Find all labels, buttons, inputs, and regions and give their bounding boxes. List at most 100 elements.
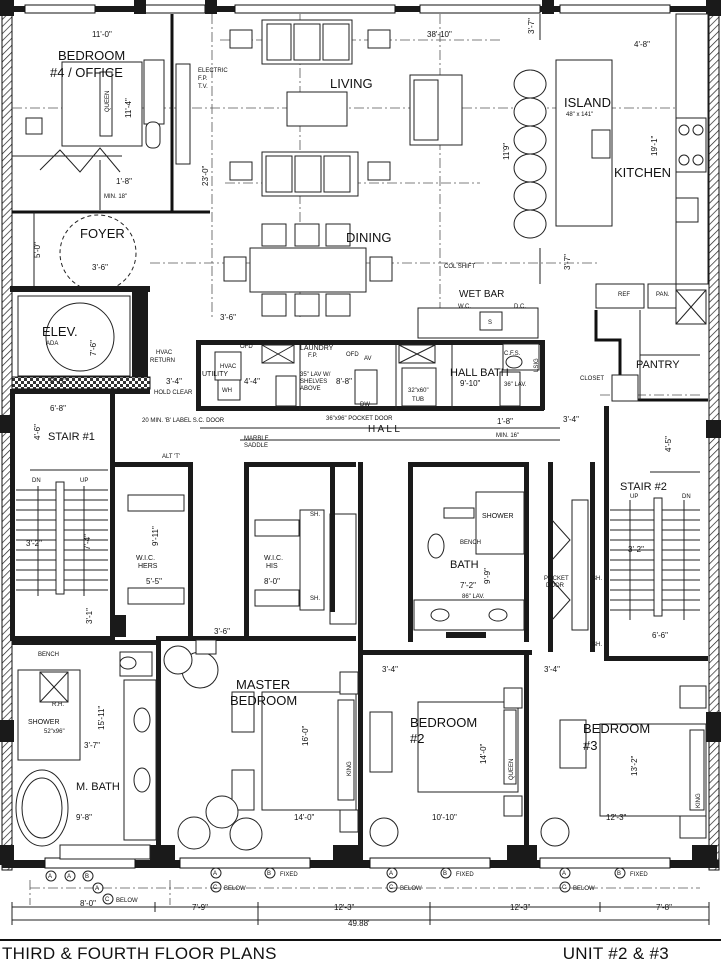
dim-16-0: 16'-0" <box>301 725 310 746</box>
note-alt: ALT 'T' <box>162 454 180 460</box>
dim-min16: MIN. 16" <box>496 433 519 439</box>
note-king-bed3: KING <box>696 793 702 808</box>
room-living: LIVING <box>330 76 373 91</box>
tag-c-4: C <box>562 885 567 891</box>
elevator <box>10 286 151 394</box>
tag-a-6: A <box>562 871 566 877</box>
dim-3-7b: 3'-7" <box>563 254 572 270</box>
note-lav-3: ABOVE <box>300 386 321 392</box>
dim-11-4: 11'-4" <box>124 98 133 118</box>
dim-5-5: 5'-5" <box>146 577 162 586</box>
dim-12-3: 12'-3" <box>606 813 627 822</box>
pantry <box>594 310 708 402</box>
dim-38-10: 38'-10" <box>427 30 452 39</box>
dim-7-6: 7'-6" <box>89 340 98 356</box>
room-wic-hers-2: HERS <box>138 563 158 570</box>
note-lav86: 86" LAV. <box>462 594 485 600</box>
stair-2-treads <box>610 509 700 611</box>
note-dn-1: DN <box>32 478 41 484</box>
note-tub-size: 32"x60" <box>408 388 429 394</box>
room-bedroom4-line2: #4 / OFFICE <box>50 65 123 80</box>
tag-c-2: C <box>213 885 218 891</box>
note-up-1: UP <box>80 478 88 484</box>
dim-14-0: 14'-0" <box>294 813 315 822</box>
note-hold-clear: HOLD CLEAR <box>154 390 193 396</box>
dim-5-0: 5'-0" <box>33 242 42 258</box>
note-marble-2: SADDLE <box>244 443 268 449</box>
title-rule <box>0 939 721 941</box>
tag-c-3: C <box>389 885 394 891</box>
dim-9-11: 9'-11" <box>151 526 160 546</box>
dim-3-6b: 3'-6" <box>220 313 236 322</box>
room-shower: SHOWER <box>28 719 60 726</box>
tag-a-1: A <box>48 874 52 880</box>
hall <box>200 427 560 441</box>
note-pocket-door: 36"x96" POCKET DOOR <box>326 416 393 422</box>
room-bedroom2-1: BEDROOM <box>410 715 477 730</box>
dim-11-9: 11'9" <box>502 143 511 160</box>
note-sh-1: SH. <box>310 512 320 518</box>
room-hall-bath: HALL BATH <box>450 367 509 379</box>
dim-7-2: 7'-2" <box>460 581 476 590</box>
annotation-notes: ELECTRIC F.P. T.V. QUEEN KING QUEEN KING… <box>32 68 702 808</box>
note-fp-core: F.P. <box>308 353 318 359</box>
dim-bottom-2: 7'-9" <box>192 903 208 912</box>
foyer <box>33 212 137 292</box>
master-bedroom <box>156 462 363 860</box>
tag-a-5: A <box>389 871 393 877</box>
dim-3-4b: 3'-4" <box>563 415 579 424</box>
dim-bottom-1: 8'-0" <box>80 899 96 908</box>
note-lav-2: SHELVES <box>300 379 327 385</box>
note-tv: T.V. <box>198 84 208 90</box>
dim-3-7c: 3'-7" <box>84 741 100 750</box>
note-dc: D.C. <box>514 304 526 310</box>
dimension-labels: 11'-0" 38'-10" 3'-7" 4'-8" 11'-4" 11'9" … <box>26 18 673 928</box>
bottom-dimension-line <box>11 902 710 925</box>
bedroom-4-office <box>11 14 210 214</box>
note-pocket-2: DOOR <box>546 583 565 589</box>
room-wet-bar: WET BAR <box>459 289 504 300</box>
dim-6-8: 6'-8" <box>50 404 66 413</box>
bedroom-3 <box>540 685 707 847</box>
tag-b-3: B <box>443 871 447 877</box>
dim-15-11: 15'-11" <box>97 706 106 730</box>
dim-bottom-3: 12'-3" <box>334 903 355 912</box>
room-wic-his-2: HIS <box>266 563 278 570</box>
walk-in-closets <box>112 462 357 640</box>
below-1: BELOW <box>116 898 138 904</box>
note-ofd-2: OFD <box>346 352 359 358</box>
note-lav-1: 35" LAV W/ <box>300 372 331 378</box>
window-tags <box>45 867 626 905</box>
dim-14-0b: 14'-0" <box>479 743 488 764</box>
dim-3-1: 3'-1" <box>85 608 94 624</box>
dim-1-8: 1'-8" <box>116 177 132 186</box>
dim-23-0: 23'-0" <box>201 165 210 186</box>
dim-9-9: 9'-9" <box>483 568 492 584</box>
dim-4-5: 4'-5" <box>664 436 673 452</box>
unit-title: UNIT #2 & #3 <box>562 944 669 963</box>
note-hvac-return-2: RETURN <box>150 358 175 364</box>
note-pan: PAN. <box>656 292 670 298</box>
note-hvac: HVAC <box>220 364 237 370</box>
tag-b-1: B <box>85 874 89 880</box>
kitchen <box>513 13 709 325</box>
title-block: THIRD & FOURTH FLOOR PLANS UNIT #2 & #3 <box>0 936 721 966</box>
room-utility: UTILITY <box>202 371 228 378</box>
wet-bar <box>417 307 539 339</box>
note-electric: ELECTRIC <box>198 68 228 74</box>
window-tag-labels: A A B A C BELOW A C BELOW B FIXED A C BE… <box>48 871 648 904</box>
room-stair-2: STAIR #2 <box>620 481 667 493</box>
dim-3-2: 3'-2" <box>26 539 42 548</box>
tag-a-4: A <box>213 871 217 877</box>
master-bath <box>12 640 161 860</box>
note-av: AV <box>364 356 372 362</box>
service-core <box>196 340 545 411</box>
island-size: 48" x 141" <box>566 112 593 118</box>
dim-3-7a: 3'-7" <box>527 18 536 34</box>
dim-min18: MIN. 18" <box>104 194 127 200</box>
dim-9-10: 9'-10" <box>460 379 481 388</box>
note-wc: W.C. <box>458 304 471 310</box>
note-ref: REF <box>618 292 630 298</box>
room-kitchen: KITCHEN <box>614 165 671 180</box>
